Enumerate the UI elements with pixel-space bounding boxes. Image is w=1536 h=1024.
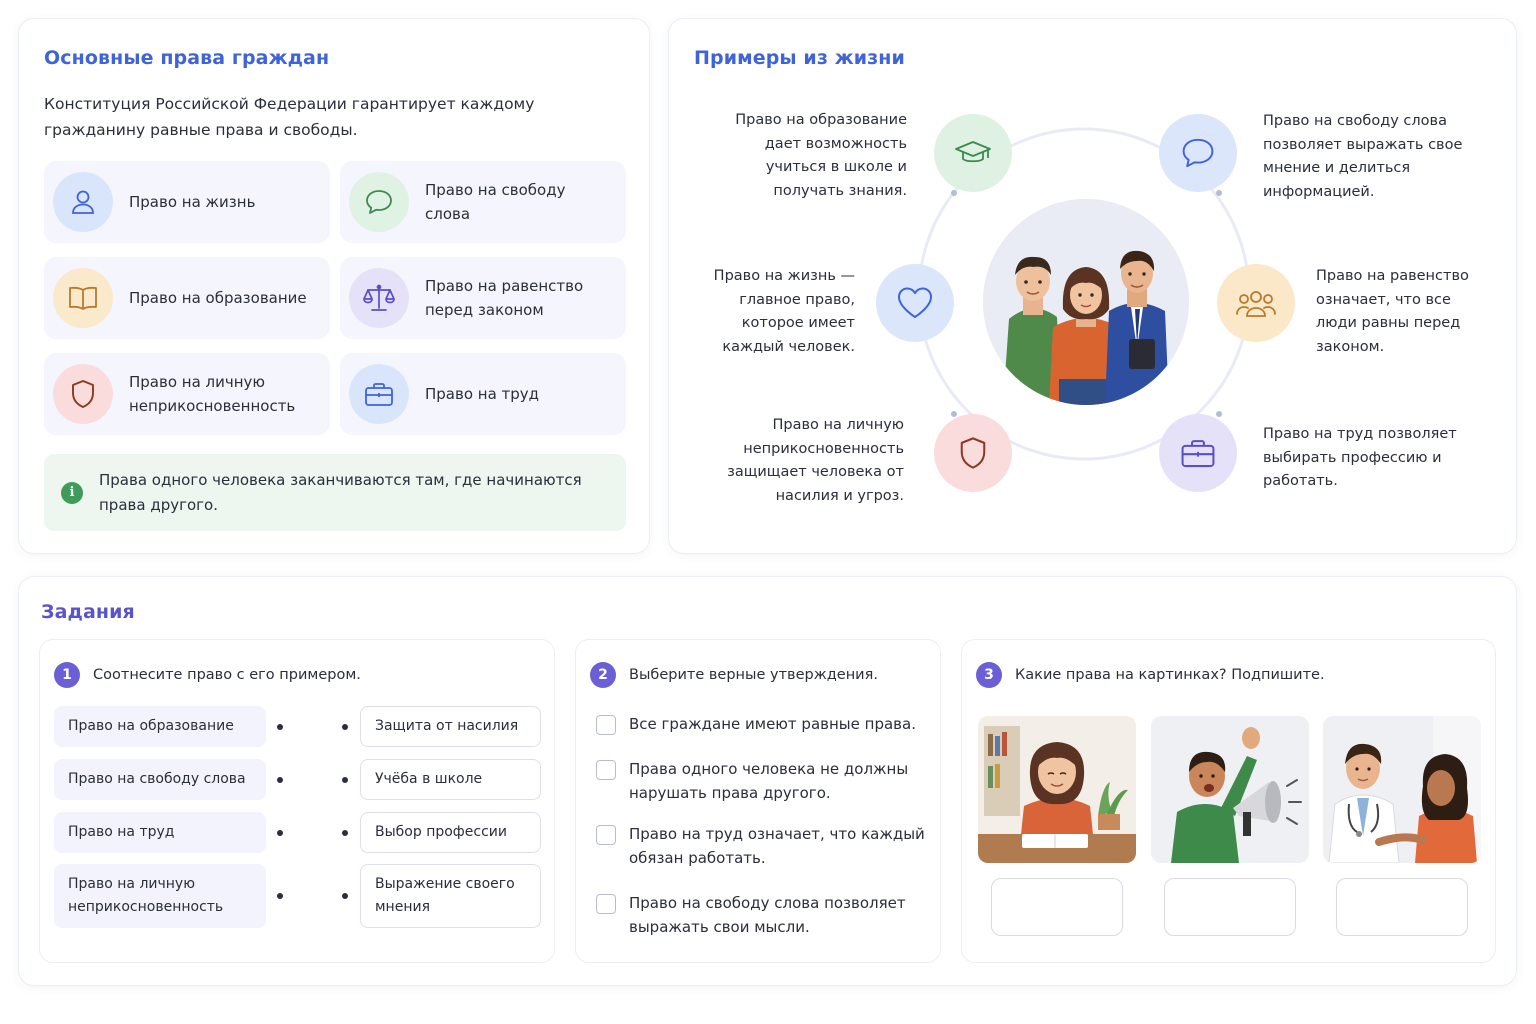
heart-icon xyxy=(876,264,954,342)
right-tile-inviolability: Право на личную неприкосновенность xyxy=(44,353,330,435)
info-note-text: Права одного человека заканчиваются там,… xyxy=(99,470,582,514)
task-number-badge: 1 xyxy=(54,662,80,688)
right-tile-speech: Право на свободу слова xyxy=(340,161,626,243)
speech-bubble-icon xyxy=(349,172,409,232)
task-question: Выберите верные утверждения. xyxy=(629,667,878,683)
match-left-item[interactable]: Право на труд xyxy=(54,812,266,853)
picture-megaphone xyxy=(1151,716,1309,863)
example-life-text: Право на жизнь — главное право, которое … xyxy=(713,268,855,355)
statement-label: Права одного человека не должны нарушать… xyxy=(629,760,909,802)
person-icon xyxy=(53,172,113,232)
picture-doctor xyxy=(1323,716,1481,863)
task-matching: 1 Соотнесите право с его примером. Право… xyxy=(39,639,555,963)
match-right-dot[interactable] xyxy=(342,777,348,783)
match-left-dot[interactable] xyxy=(277,724,283,730)
example-inviolability-text: Право на личную неприкосновенность защищ… xyxy=(727,417,904,504)
rights-title: Основные права граждан xyxy=(44,47,330,69)
match-left-item[interactable]: Право на свободу слова xyxy=(54,759,266,800)
right-tile-education: Право на образование xyxy=(44,257,330,339)
example-speech-text: Право на свободу слова позволяет выражат… xyxy=(1263,113,1463,200)
task-label-pictures: 3 Какие права на картинках? Подпишите. xyxy=(961,639,1496,963)
statement-label: Право на свободу слова позволяет выражат… xyxy=(629,894,906,936)
info-note: i Права одного человека заканчиваются та… xyxy=(44,454,626,531)
right-label: Право на равенство перед законом xyxy=(425,277,584,319)
speech-bubble-icon xyxy=(1159,114,1237,192)
answer-box-picture-3[interactable] xyxy=(1336,878,1468,936)
rights-intro: Конституция Российской Федерации гаранти… xyxy=(44,95,535,139)
example-work-text: Право на труд позволяет выбирать професс… xyxy=(1263,426,1457,489)
right-label: Право на свободу слова xyxy=(425,181,566,223)
picture-studying xyxy=(978,716,1136,863)
statement-checkbox[interactable] xyxy=(596,715,616,735)
info-icon: i xyxy=(61,481,83,504)
rights-card: Основные права граждан Конституция Росси… xyxy=(18,18,650,554)
match-right-dot[interactable] xyxy=(342,830,348,836)
right-tile-life: Право на жизнь xyxy=(44,161,330,243)
right-tile-work: Право на труд xyxy=(340,353,626,435)
tasks-card: Задания 1 Соотнесите право с его примеро… xyxy=(18,576,1517,986)
match-right-item[interactable]: Выбор профессии xyxy=(360,812,541,853)
statement-label: Все граждане имеют равные права. xyxy=(629,715,916,733)
match-left-item[interactable]: Право на личную неприкосновенность xyxy=(54,864,266,928)
shield-icon xyxy=(53,364,113,424)
graduation-cap-icon xyxy=(934,114,1012,192)
briefcase-icon xyxy=(349,364,409,424)
match-right-item[interactable]: Учёба в школе xyxy=(360,759,541,800)
right-label: Право на труд xyxy=(425,385,540,403)
match-left-dot[interactable] xyxy=(277,777,283,783)
statement-checkbox[interactable] xyxy=(596,825,616,845)
statement-label: Право на труд означает, что каждый обяза… xyxy=(629,825,925,867)
match-right-dot[interactable] xyxy=(342,893,348,899)
examples-card: Примеры из жизни xyxy=(668,18,1517,554)
match-right-item[interactable]: Защита от насилия xyxy=(360,706,541,747)
answer-box-picture-2[interactable] xyxy=(1164,878,1296,936)
family-illustration xyxy=(983,199,1189,405)
task-question: Какие права на картинках? Подпишите. xyxy=(1015,667,1325,683)
statement-checkbox[interactable] xyxy=(596,760,616,780)
shield-icon xyxy=(934,414,1012,492)
answer-box-picture-1[interactable] xyxy=(991,878,1123,936)
scales-icon xyxy=(349,268,409,328)
example-equality-text: Право на равенство означает, что все люд… xyxy=(1316,268,1469,355)
statement-checkbox[interactable] xyxy=(596,894,616,914)
briefcase-icon xyxy=(1159,414,1237,492)
match-left-item[interactable]: Право на образование xyxy=(54,706,266,747)
right-label: Право на образование xyxy=(129,289,307,307)
example-education-text: Право на образование дает возможность уч… xyxy=(735,112,907,199)
task-question: Соотнесите право с его примером. xyxy=(93,667,361,683)
people-icon xyxy=(1217,264,1295,342)
match-left-dot[interactable] xyxy=(277,830,283,836)
tasks-title: Задания xyxy=(41,601,135,623)
right-tile-equality: Право на равенство перед законом xyxy=(340,257,626,339)
match-left-dot[interactable] xyxy=(277,893,283,899)
task-number-badge: 2 xyxy=(590,662,616,688)
match-right-item[interactable]: Выражение своего мнения xyxy=(360,864,541,928)
examples-title: Примеры из жизни xyxy=(694,47,905,69)
task-number-badge: 3 xyxy=(976,662,1002,688)
match-right-dot[interactable] xyxy=(342,724,348,730)
task-true-statements: 2 Выберите верные утверждения. Все гражд… xyxy=(575,639,941,963)
right-label: Право на личную неприкосновенность xyxy=(129,373,296,415)
book-icon xyxy=(53,268,113,328)
right-label: Право на жизнь xyxy=(129,193,256,211)
